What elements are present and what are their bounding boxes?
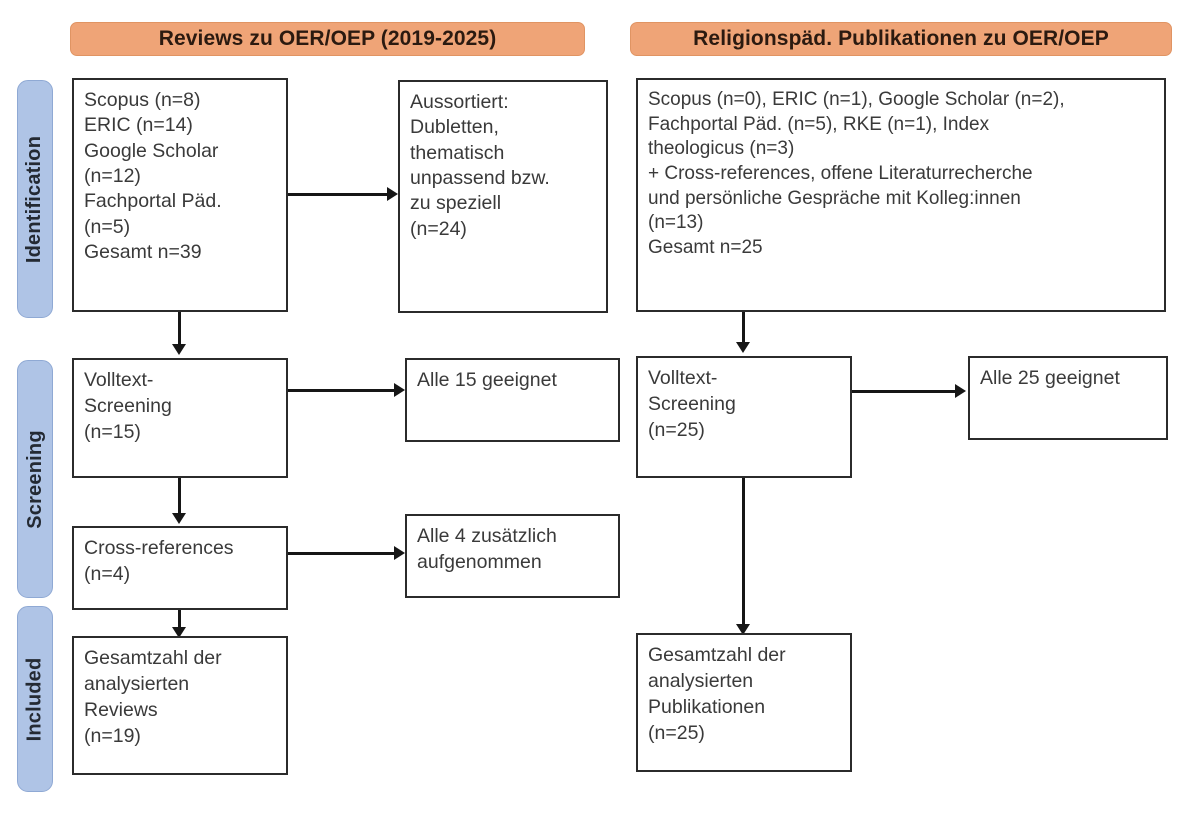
- connector-reviews-identification-to-excluded: [288, 193, 388, 196]
- arrowhead-reviews-crossrefs-to-result: [394, 546, 405, 560]
- box-reviews-excluded: Aussortiert: Dubletten, thematisch unpas…: [398, 80, 608, 313]
- arrowhead-reviews-crossrefs-to-included: [172, 627, 186, 638]
- column-header-reviews: Reviews zu OER/OEP (2019-2025): [70, 22, 585, 56]
- arrowhead-reviews-screening-to-crossrefs: [172, 513, 186, 524]
- connector-reviews-crossrefs-to-result: [288, 552, 396, 555]
- arrowhead-publications-identification-to-screening: [736, 342, 750, 353]
- box-publications-identification-sources: Scopus (n=0), ERIC (n=1), Google Scholar…: [636, 78, 1166, 312]
- connector-reviews-screening-to-result: [288, 389, 396, 392]
- arrowhead-publications-screening-to-included: [736, 624, 750, 635]
- connector-publications-identification-to-screening: [742, 312, 745, 344]
- arrowhead-reviews-screening-to-result: [394, 383, 405, 397]
- column-header-publications: Religionspäd. Publikationen zu OER/OEP: [630, 22, 1172, 56]
- box-publications-fulltext-screening: Volltext- Screening (n=25): [636, 356, 852, 478]
- stage-label-included-text: Included: [23, 657, 46, 741]
- arrowhead-reviews-identification-to-excluded: [387, 187, 398, 201]
- connector-publications-screening-to-included: [742, 478, 745, 626]
- stage-label-identification: Identification: [17, 80, 53, 318]
- stage-label-screening-text: Screening: [23, 429, 46, 529]
- arrowhead-publications-screening-to-result: [955, 384, 966, 398]
- stage-label-screening: Screening: [17, 360, 53, 598]
- box-reviews-cross-references-result: Alle 4 zusätzlich aufgenommen: [405, 514, 620, 598]
- arrowhead-reviews-identification-to-screening: [172, 344, 186, 355]
- connector-publications-screening-to-result: [852, 390, 956, 393]
- box-reviews-fulltext-result: Alle 15 geeignet: [405, 358, 620, 442]
- connector-reviews-screening-to-crossrefs: [178, 478, 181, 515]
- box-publications-included-total: Gesamtzahl der analysierten Publikatione…: [636, 633, 852, 772]
- box-reviews-fulltext-screening: Volltext- Screening (n=15): [72, 358, 288, 478]
- box-reviews-cross-references: Cross-references (n=4): [72, 526, 288, 610]
- box-reviews-included-total: Gesamtzahl der analysierten Reviews (n=1…: [72, 636, 288, 775]
- stage-label-included: Included: [17, 606, 53, 792]
- connector-reviews-identification-to-screening: [178, 312, 181, 346]
- stage-label-identification-text: Identification: [23, 135, 46, 263]
- box-reviews-identification-sources: Scopus (n=8) ERIC (n=14) Google Scholar …: [72, 78, 288, 312]
- connector-reviews-crossrefs-to-included: [178, 610, 181, 632]
- box-publications-fulltext-result: Alle 25 geeignet: [968, 356, 1168, 440]
